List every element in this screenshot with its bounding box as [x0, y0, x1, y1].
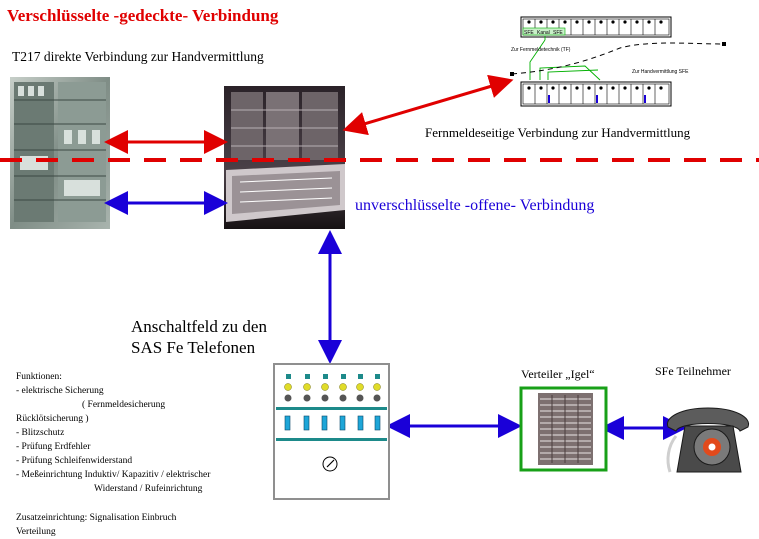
zusatz-line1: Zusatzeinrichtung: Signalisation Einbruc…	[16, 513, 177, 523]
anschaltfeld-line2: SAS Fe Telefonen	[131, 338, 256, 357]
unverschluesselt-label: unverschlüsselte -offene- Verbindung	[355, 197, 595, 214]
handvermittlung-switchboard-image	[224, 86, 345, 229]
measurement-gauge-icon	[322, 456, 338, 472]
mini-box-label-2: Kanal	[537, 30, 550, 36]
funktion-item: Widerstand / Rufeinrichtung	[94, 484, 203, 494]
zusatzeinrichtung-text: Zusatzeinrichtung: Signalisation Einbruc…	[16, 511, 176, 539]
mini-box-label-3: SFE	[553, 30, 563, 36]
funktionen-heading: Funktionen:	[16, 372, 62, 382]
funktion-item: - Blitzschutz	[16, 428, 65, 438]
fernmelde-mini-diagram	[510, 16, 726, 107]
fernmelde-label: Fernmeldeseitige Verbindung zur Handverm…	[425, 125, 691, 140]
funktionen-list: Funktionen: - elektrische Sicherung ( Fe…	[16, 370, 210, 496]
zusatz-line2: Verteilung	[16, 527, 56, 537]
anschaltfeld-panel	[273, 363, 390, 500]
sfe-teilnehmer-label: SFe Teilnehmer	[655, 364, 731, 378]
mini-fernmeldetechnik-label: Zur Fernmeldetechnik (TF)	[511, 47, 571, 53]
mini-handvermittlung-label: Zur Handvermittlung SFE	[632, 69, 689, 75]
funktion-item: - Meßeinrichtung Induktiv/ Kapazitiv / e…	[16, 470, 211, 480]
red-arrow-switchboard-fernmelde	[342, 74, 514, 136]
t217-equipment-image	[10, 77, 110, 229]
anschaltfeld-line1: Anschaltfeld zu den	[131, 317, 267, 336]
funktion-item: - Prüfung Schleifenwiderstand	[16, 456, 133, 466]
verteiler-igel-image	[519, 386, 608, 472]
diagram-title: Verschlüsselte -gedeckte- Verbindung	[7, 6, 279, 25]
mini-box-label-1: SFE	[524, 30, 534, 36]
funktion-item: - Prüfung Erdfehler	[16, 442, 91, 452]
t217-label: T217 direkte Verbindung zur Handvermittl…	[12, 49, 264, 64]
funktion-item: - elektrische Sicherung	[16, 386, 104, 396]
verteiler-label: Verteiler „Igel“	[521, 367, 595, 381]
anschaltfeld-title: Anschaltfeld zu den SAS Fe Telefonen	[131, 316, 267, 358]
funktion-item: Rücklötsicherung )	[16, 414, 89, 424]
telephone-icon	[666, 407, 749, 473]
funktion-item: ( Fernmeldesicherung	[82, 400, 166, 410]
